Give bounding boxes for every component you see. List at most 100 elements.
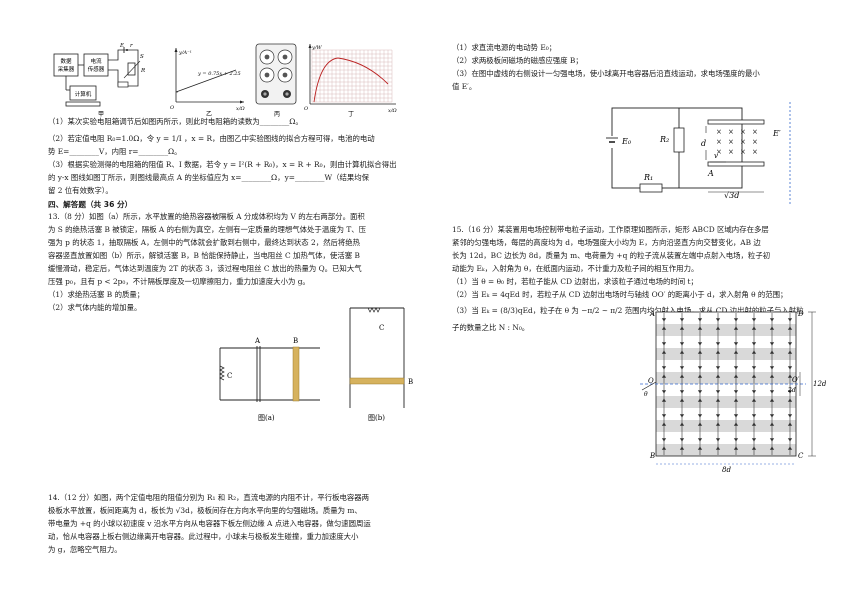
figure-ding-graph: y/W x/Ω O 丁 [304, 44, 397, 118]
field-arrowhead [751, 366, 757, 370]
field-cross: × [740, 138, 746, 146]
svg-text:√3d: √3d [724, 191, 739, 200]
field-arrowhead [787, 446, 793, 450]
svg-text:E′: E′ [772, 129, 781, 138]
field-arrowhead [679, 438, 685, 442]
field-arrowhead [697, 342, 703, 346]
svg-text:数据: 数据 [60, 57, 72, 65]
figure-jia: 数据 采集器 电流 传感器 计算机 E r S R 甲 [53, 43, 145, 118]
field-arrowhead [787, 350, 793, 354]
field-arrowhead [697, 438, 703, 442]
field-arrowhead [769, 438, 775, 442]
q12-part3-line3: 留 2 位有效数字）。 [48, 185, 113, 195]
q13-line6: 压强 p₀，且有 p < 2p₀，不计隔板厚度及一切摩擦阻力，重力加速度大小为 … [48, 276, 310, 286]
svg-text:甲: 甲 [98, 111, 104, 118]
svg-text:丁: 丁 [348, 111, 354, 118]
svg-text:O: O [648, 377, 654, 385]
field-cross: × [752, 148, 758, 156]
field-arrowhead [679, 342, 685, 346]
field-arrowhead [715, 422, 721, 426]
field-arrowhead [661, 414, 667, 418]
field-arrowhead [751, 438, 757, 442]
field-arrowhead [679, 414, 685, 418]
field-arrowhead [697, 422, 703, 426]
q13-sub2: （2）求气体内能的增加量。 [48, 302, 142, 312]
field-arrowhead [733, 414, 739, 418]
svg-text:乙: 乙 [206, 111, 212, 118]
field-arrowhead [769, 326, 775, 330]
svg-text:E₀: E₀ [621, 137, 632, 146]
q13-line4: 容器竖直放置如图（b）所示，解锁活塞 B，B 恰能保持静止，当电阻丝 C 加热气… [48, 250, 360, 260]
field-arrowhead [715, 326, 721, 330]
svg-text:8d: 8d [722, 466, 731, 474]
field-arrowhead [697, 366, 703, 370]
field-arrowhead [787, 326, 793, 330]
q13-line3: 强为 p 的状态 1，抽取隔板 A，左侧中的气体就会扩散到右侧中，最终达到状态 … [48, 237, 361, 247]
field-layer [656, 408, 796, 420]
field-arrowhead [679, 318, 685, 322]
svg-text:E: E [119, 43, 124, 49]
svg-text:y = 0.75x + 2.25: y = 0.75x + 2.25 [197, 71, 241, 77]
svg-text:C: C [379, 324, 384, 332]
field-layer [656, 420, 796, 432]
field-arrowhead [679, 366, 685, 370]
field-arrowhead [751, 390, 757, 394]
figure-yi: y/A⁻¹ x/Ω O y = 0.75x + 2.25 乙 [170, 48, 245, 118]
field-arrowhead [679, 398, 685, 402]
svg-text:图(b): 图(b) [368, 414, 385, 422]
field-arrowhead [697, 374, 703, 378]
field-arrowhead [715, 390, 721, 394]
q13-sub1: （1）求绝热活塞 B 的质量； [48, 289, 145, 299]
field-arrowhead [769, 422, 775, 426]
field-layer [656, 324, 796, 336]
field-arrowhead [769, 398, 775, 402]
q14-sub3-line2: 值 E′。 [452, 81, 477, 91]
q14-sub1: （1）求直流电源的电动势 E₀； [452, 43, 557, 52]
field-arrowhead [697, 398, 703, 402]
q15-line3: 长为 12d，BC 边长为 8d，质量为 m、电荷量为 +q 的粒子流从装置左端… [452, 250, 771, 260]
field-arrowhead [733, 326, 739, 330]
svg-text:传感器: 传感器 [88, 65, 105, 73]
svg-text:x/Ω: x/Ω [388, 108, 397, 114]
field-arrowhead [751, 318, 757, 322]
field-cross: × [740, 128, 746, 136]
q15-sub3-line2: 子的数量之比 N : N₀。 [452, 322, 530, 332]
field-arrowhead [787, 342, 793, 346]
field-arrowhead [715, 350, 721, 354]
field-arrowhead [751, 342, 757, 346]
svg-text:D: D [797, 310, 804, 318]
svg-text:v: v [714, 152, 718, 160]
q14-sub3-line1: （3）在图中虚线的右侧设计一匀强电场，使小球离开电容器后沿直线运动，求电场强度的… [452, 68, 760, 78]
left-column: （1）某次实验电阻箱调节后如图丙所示，则此时电阻箱的读数为________Ω。 … [48, 116, 420, 315]
field-arrowhead [715, 374, 721, 378]
figure-bing-resistance-box: 丙 [255, 43, 297, 118]
field-arrowhead [733, 318, 739, 322]
field-cross: × [716, 138, 722, 146]
field-arrowhead [733, 398, 739, 402]
field-layer [656, 432, 796, 444]
q15-sub3-line1: （3）当 Eₖ = (8/3)qEd，粒子在 θ 为 −π/2 ~ π/2 范围… [452, 305, 804, 315]
field-cross: × [728, 148, 734, 156]
q13-line5: 缓慢滑动，稳定后，气体达到温度为 2T 的状态 3，该过程电阻丝 C 放出的热量… [48, 263, 362, 273]
q13-line1: 13.（8 分）如图（a）所示，水平放置的绝热容器被隔板 A 分成体积均为 V … [48, 212, 365, 221]
field-arrowhead [661, 342, 667, 346]
field-arrowhead [769, 446, 775, 450]
field-arrowhead [679, 374, 685, 378]
q12-part3-line2: 的 y-x 图线如图丁所示，则图线最高点 A 的坐标值应为 x=________… [48, 172, 370, 182]
q12-part3-line1: （3）根据实验测得的电阻箱的阻值 R、I 数据，若令 y = I²(R + R₀… [48, 159, 397, 169]
field-arrowhead [787, 374, 793, 378]
field-arrowhead [679, 390, 685, 394]
field-layer [656, 372, 796, 384]
svg-text:A: A [649, 310, 655, 318]
svg-text:r: r [130, 43, 133, 49]
field-cross: × [740, 148, 746, 156]
svg-text:y/W: y/W [311, 45, 323, 51]
svg-text:A: A [707, 169, 714, 178]
field-arrowhead [787, 390, 793, 394]
q15-sub2: （2）当 Eₖ = 4qEd 时，若粒子从 CD 边射出电场时与轴线 OO′ 的… [452, 289, 788, 299]
q14-line2: 极板水平放置，板间距离为 d，板长为 √3d，极板间存在方向水平向里的匀强磁场。… [48, 505, 362, 515]
field-arrowhead [661, 438, 667, 442]
field-arrowhead [733, 350, 739, 354]
field-arrowhead [751, 422, 757, 426]
figures-a-b: C A B 图(a) C B 图(b) [219, 307, 413, 422]
